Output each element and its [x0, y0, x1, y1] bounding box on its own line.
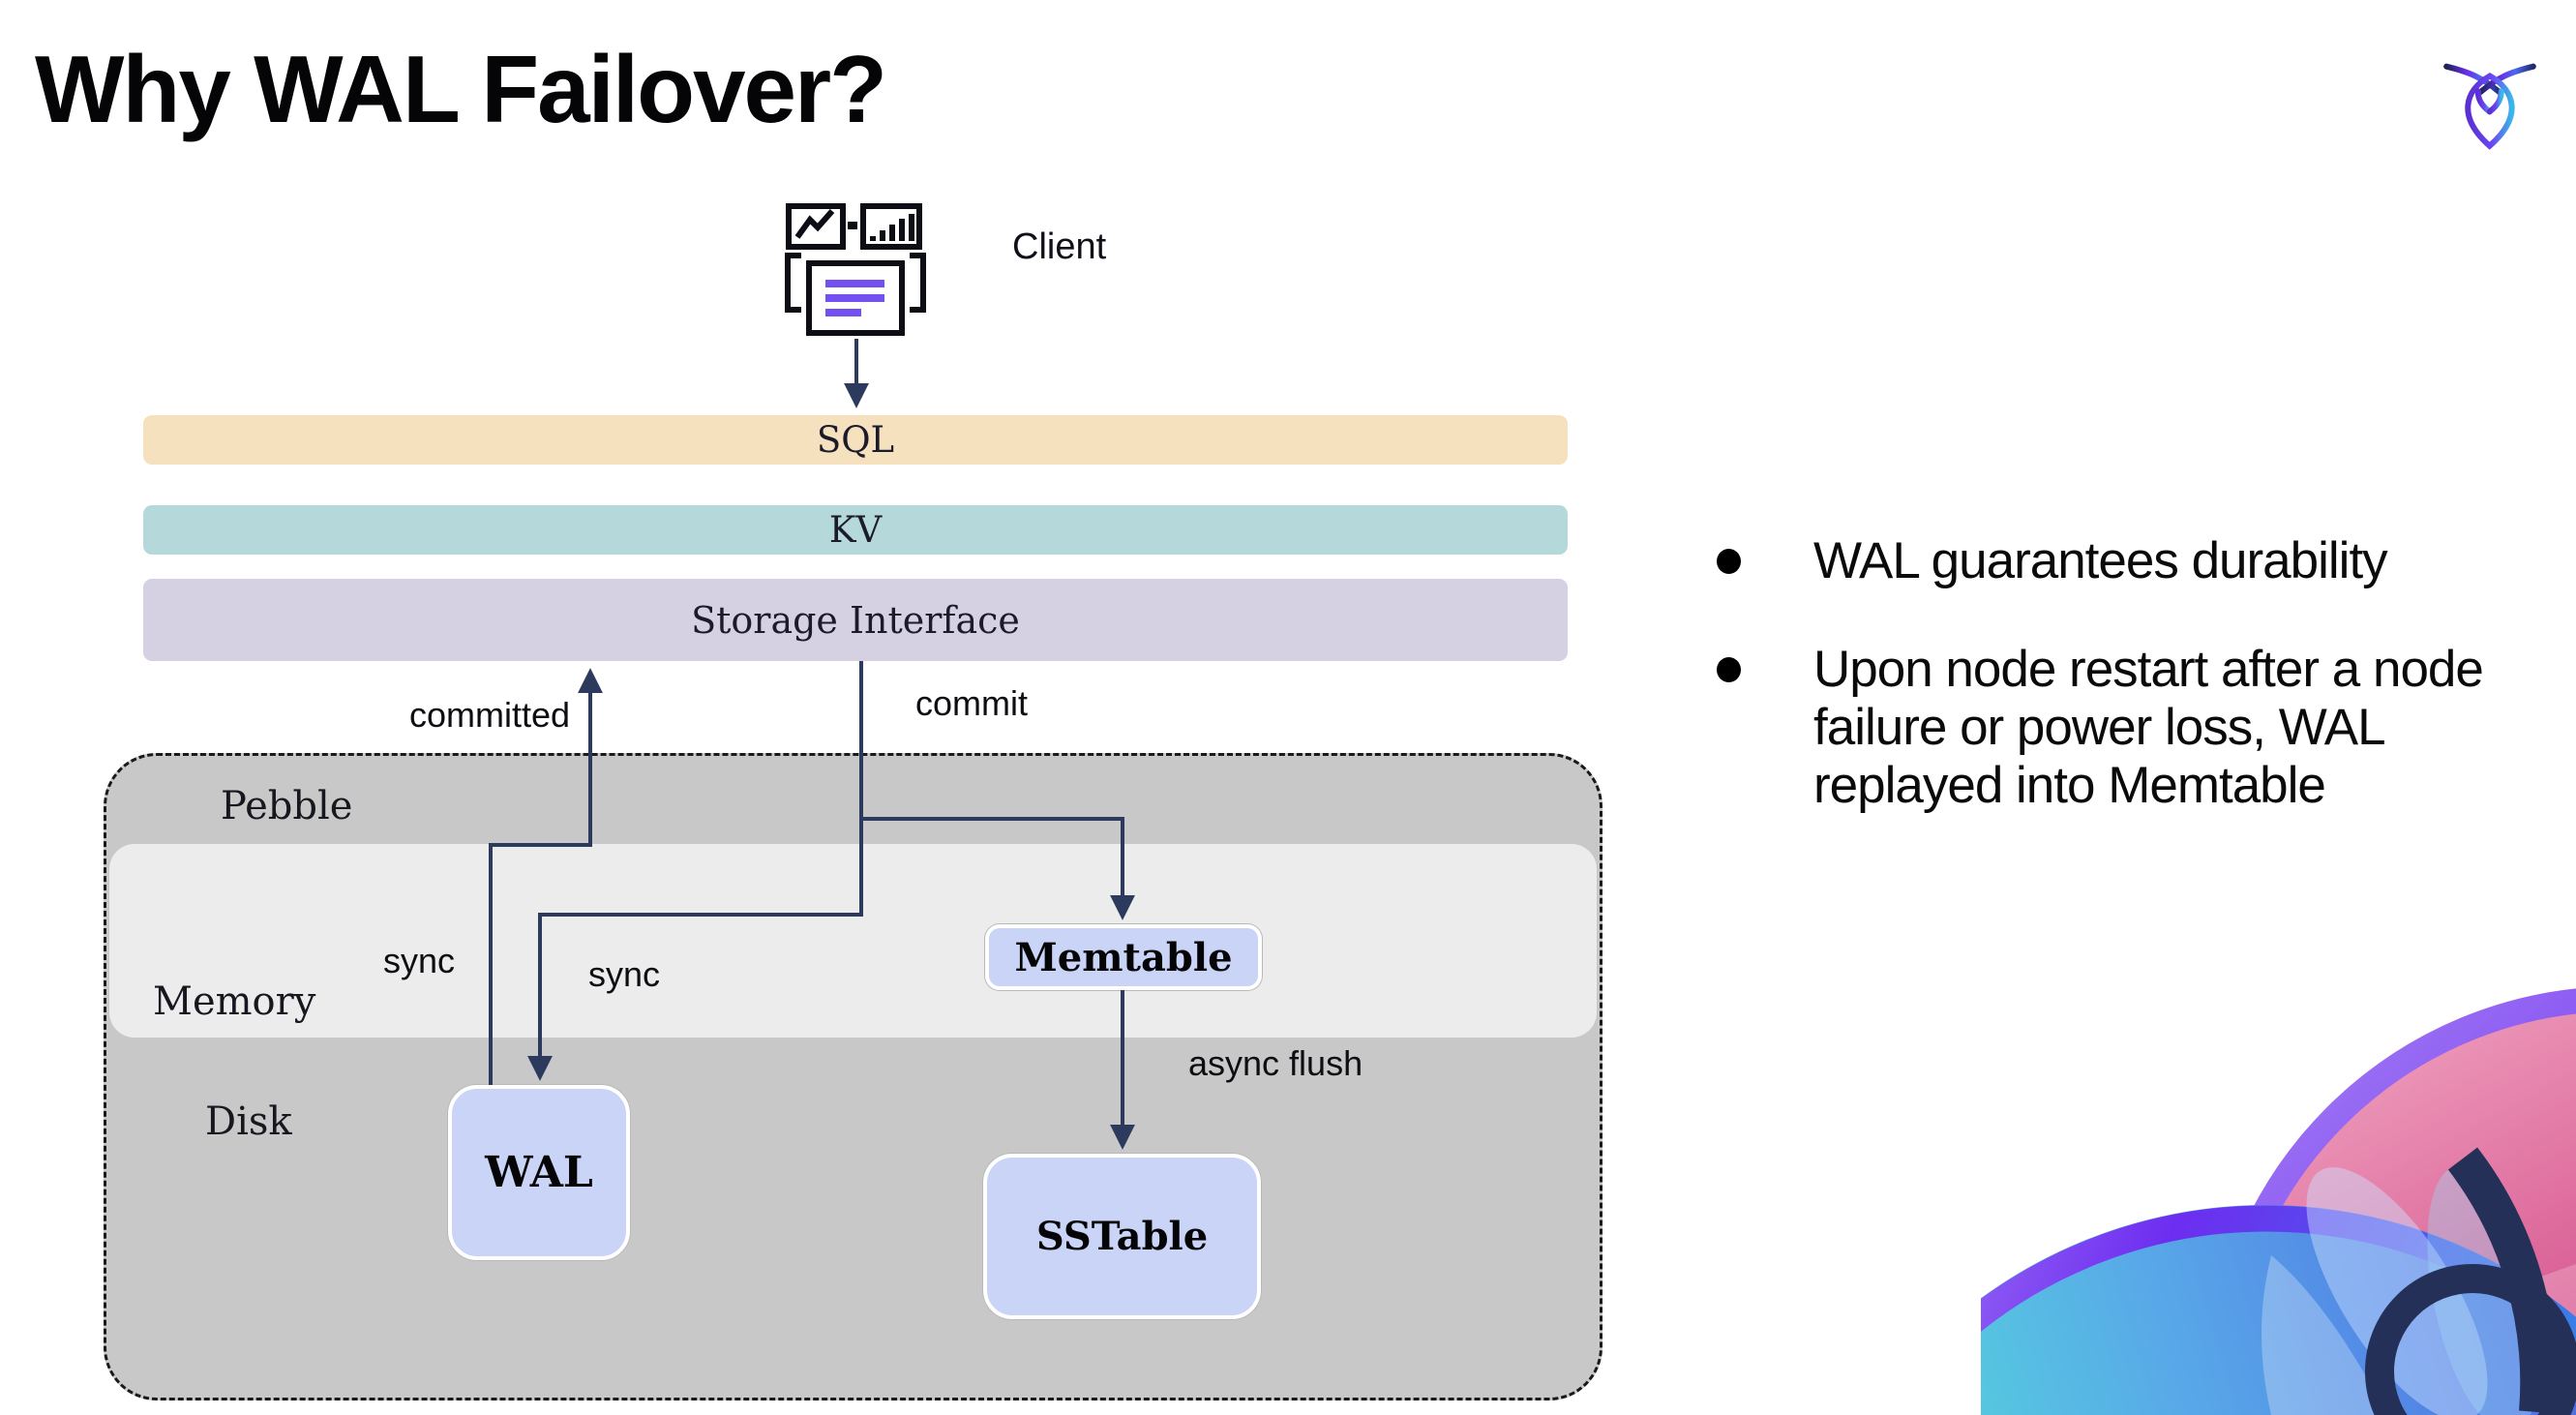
node-wal: WAL: [448, 1085, 630, 1260]
memory-band: [109, 844, 1597, 1038]
layer-kv-label: KV: [828, 509, 883, 551]
edge-label-sync-left: sync: [383, 941, 456, 980]
node-memtable: Memtable: [985, 924, 1262, 990]
document-text-lines: [825, 280, 884, 316]
pebble-label: Pebble: [221, 784, 353, 828]
page-title: Why WAL Failover?: [35, 36, 887, 142]
edge-label-sync-right: sync: [588, 954, 661, 994]
layer-sql: SQL: [143, 415, 1568, 465]
edge-label-committed: committed: [409, 695, 571, 735]
node-wal-label: WAL: [485, 1148, 593, 1197]
layer-sql-label: SQL: [816, 419, 895, 461]
memory-label: Memory: [153, 979, 316, 1024]
layer-kv: KV: [143, 505, 1568, 555]
brand-spheres: [1981, 988, 2576, 1415]
brand-decoration: [1981, 988, 2576, 1415]
disk-label: Disk: [205, 1099, 292, 1144]
bullet-text: Upon node restart after a node failure o…: [1813, 641, 2484, 814]
bracket-left: [785, 253, 801, 313]
bullet-list: WAL guarantees durability Upon node rest…: [1711, 532, 2485, 815]
list-item: WAL guarantees durability: [1711, 532, 2485, 590]
node-sstable: SSTable: [983, 1154, 1261, 1319]
edge-label-async-flush: async flush: [1188, 1043, 1363, 1083]
bullet-dot: [1717, 657, 1741, 682]
bracket-right: [910, 253, 926, 313]
node-sstable-label: SSTable: [1035, 1214, 1209, 1259]
client-label: Client: [1012, 226, 1107, 267]
edge-label-commit: commit: [915, 683, 1028, 723]
node-memtable-label: Memtable: [1014, 934, 1233, 980]
layer-storage-interface-label: Storage Interface: [691, 598, 1020, 642]
bullet-dot: [1717, 549, 1741, 574]
bullet-text: WAL guarantees durability: [1813, 532, 2388, 589]
bar-chart-bars: [870, 214, 914, 241]
client-icon: [785, 203, 926, 336]
layer-storage-interface: Storage Interface: [143, 579, 1568, 661]
list-item: Upon node restart after a node failure o…: [1711, 641, 2485, 815]
cockroachdb-logo-icon: [2443, 63, 2536, 150]
